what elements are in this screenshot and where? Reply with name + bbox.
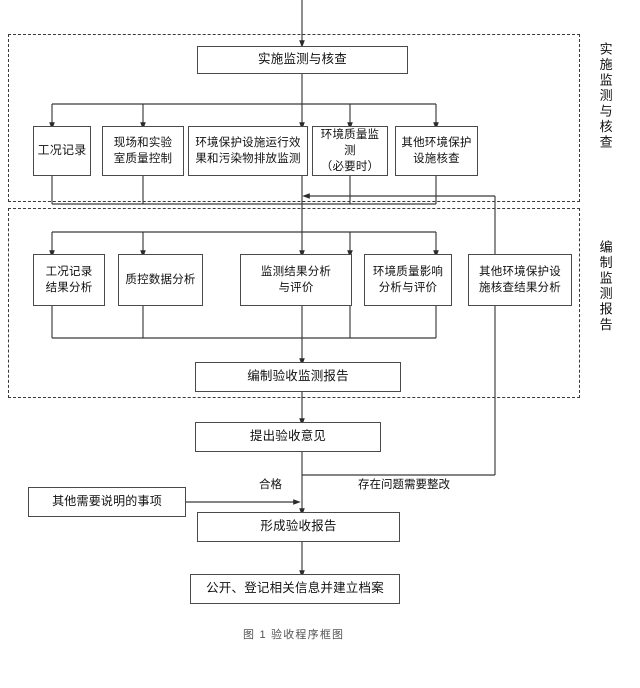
node-work-condition-result-analysis[interactable]: 工况记录 结果分析 (33, 254, 105, 306)
section-label-report: 编制监测报告 (597, 240, 613, 333)
edge-label-needs-rectification: 存在问题需要整改 (358, 479, 450, 491)
section-frame-monitoring (8, 34, 580, 202)
node-env-quality-monitoring[interactable]: 环境质量监测 （必要时） (312, 126, 388, 176)
edge-label-qualified: 合格 (259, 479, 282, 491)
node-other-facility-check-analysis[interactable]: 其他环境保护设 施核查结果分析 (468, 254, 572, 306)
node-other-env-facility-check[interactable]: 其他环境保护 设施核查 (395, 126, 478, 176)
node-monitoring-result-analysis[interactable]: 监测结果分析 与评价 (240, 254, 352, 306)
node-env-quality-impact-analysis[interactable]: 环境质量影响 分析与评价 (364, 254, 452, 306)
node-compile-acceptance-report[interactable]: 编制验收监测报告 (195, 362, 401, 392)
node-work-condition-record[interactable]: 工况记录 (33, 126, 91, 176)
node-publish-register-archive[interactable]: 公开、登记相关信息并建立档案 (190, 574, 400, 604)
node-implement-monitoring[interactable]: 实施监测与核查 (197, 46, 408, 74)
node-facility-effect-and-emission[interactable]: 环境保护设施运行效 果和污染物排放监测 (188, 126, 308, 176)
node-site-and-lab-quality-control[interactable]: 现场和实验 室质量控制 (102, 126, 184, 176)
node-other-matters-to-explain[interactable]: 其他需要说明的事项 (28, 487, 186, 517)
section-frame-report (8, 208, 580, 398)
node-propose-acceptance-opinion[interactable]: 提出验收意见 (195, 422, 381, 452)
node-qc-data-analysis[interactable]: 质控数据分析 (118, 254, 203, 306)
section-label-monitoring: 实施监测与核查 (597, 42, 613, 151)
figure-caption: 图 1 验收程序框图 (243, 629, 345, 641)
node-form-acceptance-report[interactable]: 形成验收报告 (197, 512, 400, 542)
